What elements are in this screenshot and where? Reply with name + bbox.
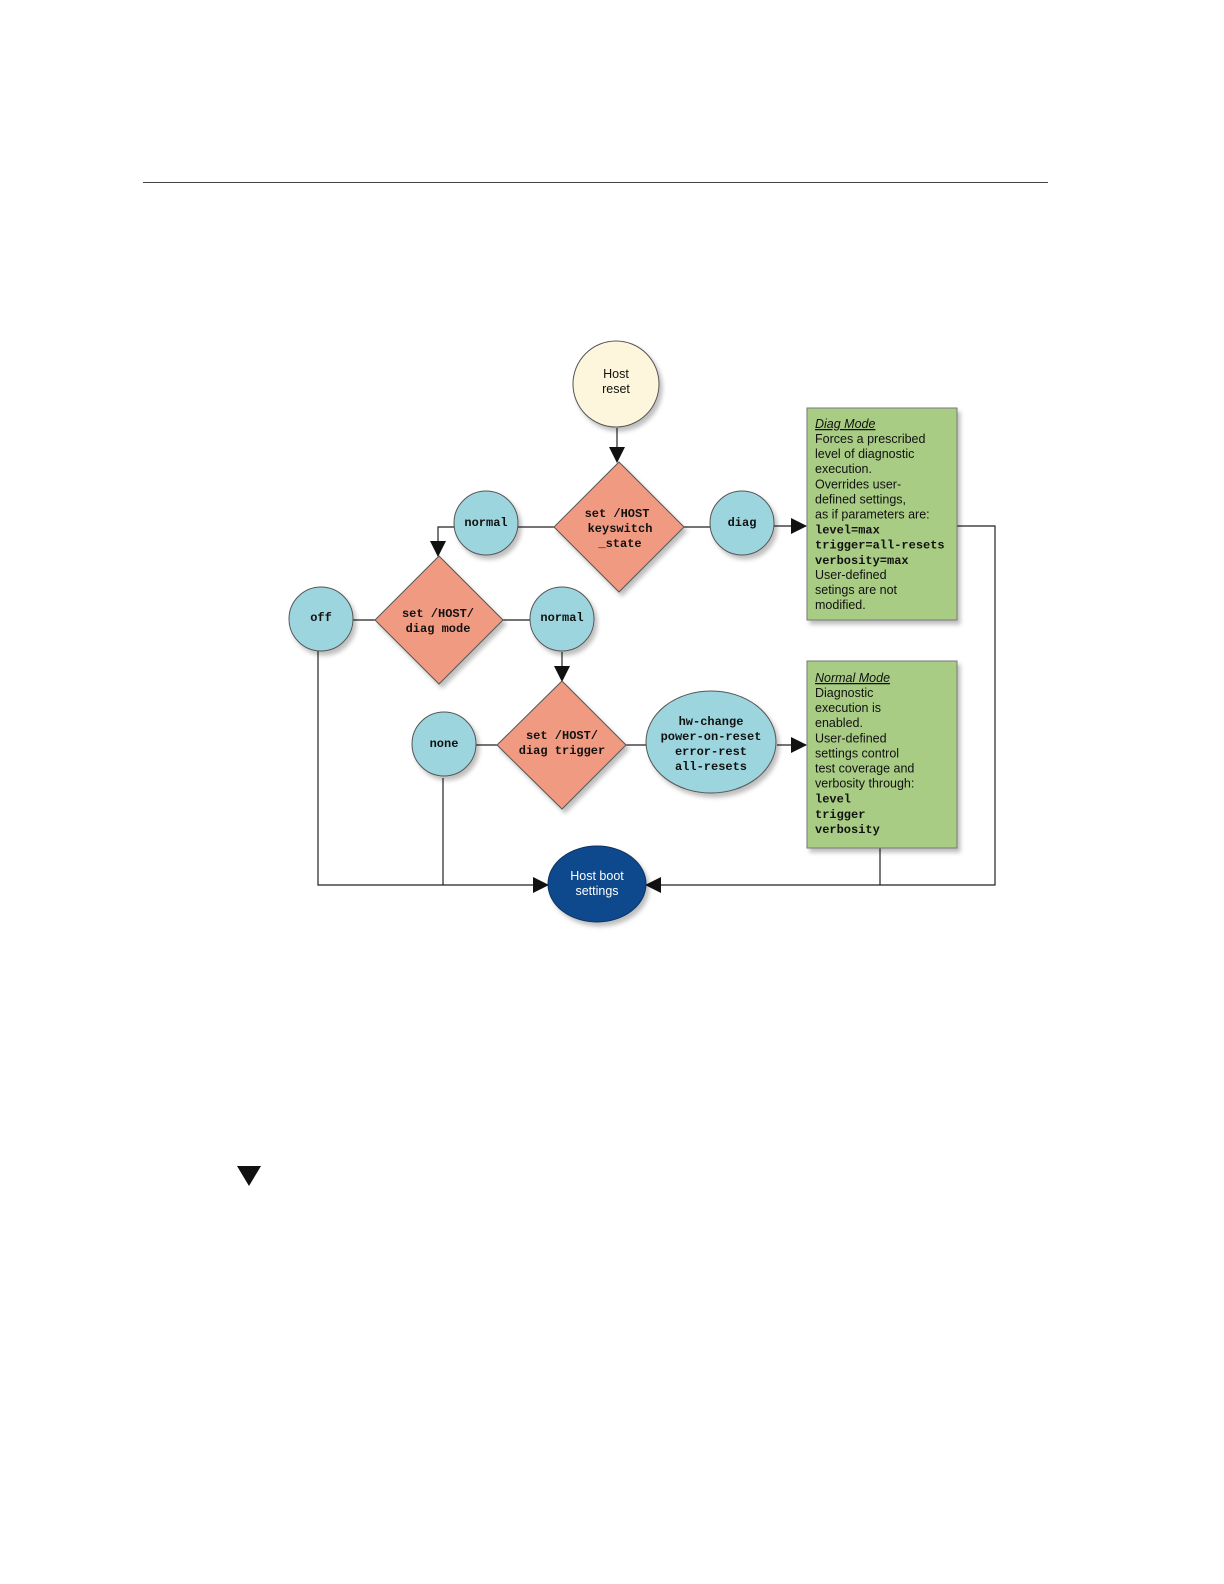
diag-mode-normal-option: normal <box>529 586 595 652</box>
keyswitch-line-3: _state <box>597 537 641 551</box>
normal-mode-note-title: Normal Mode <box>815 671 890 685</box>
note-line: trigger=all-resets <box>815 539 945 553</box>
header-rule <box>143 182 1048 183</box>
note-line: Forces a prescribed <box>815 432 926 446</box>
note-line: User-defined <box>815 731 887 745</box>
note-line: trigger <box>815 808 865 822</box>
trigger-value-hw-change: hw-change <box>679 715 744 729</box>
edge-diagbox-to-boot <box>645 525 996 893</box>
note-line: verbosity=max <box>815 554 909 568</box>
host-reset-line-2: reset <box>602 382 630 396</box>
keyswitch-diag-option: diag <box>709 490 775 556</box>
note-line: setings are not <box>815 583 898 597</box>
note-line: Overrides user- <box>815 477 901 491</box>
diag-mode-normal-label: normal <box>540 611 583 625</box>
note-line: level of diagnostic <box>815 447 914 461</box>
note-line: execution. <box>815 462 872 476</box>
diag-mode-off-option: off <box>288 586 354 652</box>
keyswitch-decision: set /HOST keyswitch _state <box>553 461 685 593</box>
keyswitch-normal-label: normal <box>464 516 507 530</box>
diag-trigger-line-2: diag trigger <box>519 744 605 758</box>
note-line: Diagnostic <box>815 686 873 700</box>
diag-mode-off-label: off <box>310 611 332 625</box>
edge-off-to-boot <box>317 651 549 893</box>
note-line: verbosity <box>815 823 880 837</box>
keyswitch-line-2: keyswitch <box>588 522 653 536</box>
note-line: User-defined <box>815 568 887 582</box>
note-line: verbosity through: <box>815 777 914 791</box>
keyswitch-line-1: set /HOST <box>585 507 650 521</box>
diag-mode-line-2: diag mode <box>406 622 471 636</box>
note-line: enabled. <box>815 716 863 730</box>
trigger-value-power-on-reset: power-on-reset <box>661 730 762 744</box>
host-reset-line-1: Host <box>603 367 629 381</box>
trigger-value-error-rest: error-rest <box>675 745 747 759</box>
note-line: as if parameters are: <box>815 508 930 522</box>
note-line: modified. <box>815 598 866 612</box>
connectors <box>317 428 996 893</box>
note-line: level=max <box>815 524 880 538</box>
diag-mode-decision: set /HOST/ diag mode <box>374 555 504 685</box>
host-boot-settings-node: Host boot settings <box>547 845 647 923</box>
note-line: test coverage and <box>815 762 914 776</box>
note-line: settings control <box>815 746 899 760</box>
trigger-value-all-resets: all-resets <box>675 760 747 774</box>
host-boot-line-2: settings <box>575 884 618 898</box>
note-line: level <box>815 793 851 807</box>
diag-trigger-decision: set /HOST/ diag trigger <box>496 680 627 810</box>
keyswitch-diag-label: diag <box>728 516 757 530</box>
note-line: defined settings, <box>815 492 906 506</box>
diag-mode-line-1: set /HOST/ <box>402 607 474 621</box>
diag-mode-note-title: Diag Mode <box>815 417 875 431</box>
diag-trigger-none-label: none <box>430 737 459 751</box>
diag-trigger-none-option: none <box>411 711 477 777</box>
host-boot-line-1: Host boot <box>570 869 624 883</box>
host-reset-node: Host reset <box>572 340 660 428</box>
triangle-down-icon <box>237 1166 261 1186</box>
note-line: execution is <box>815 701 881 715</box>
keyswitch-normal-option: normal <box>453 490 519 556</box>
diag-trigger-values-option: hw-change power-on-reset error-rest all-… <box>645 690 777 794</box>
diag-trigger-line-1: set /HOST/ <box>526 729 598 743</box>
edge-normal-to-diagmode <box>430 526 454 557</box>
